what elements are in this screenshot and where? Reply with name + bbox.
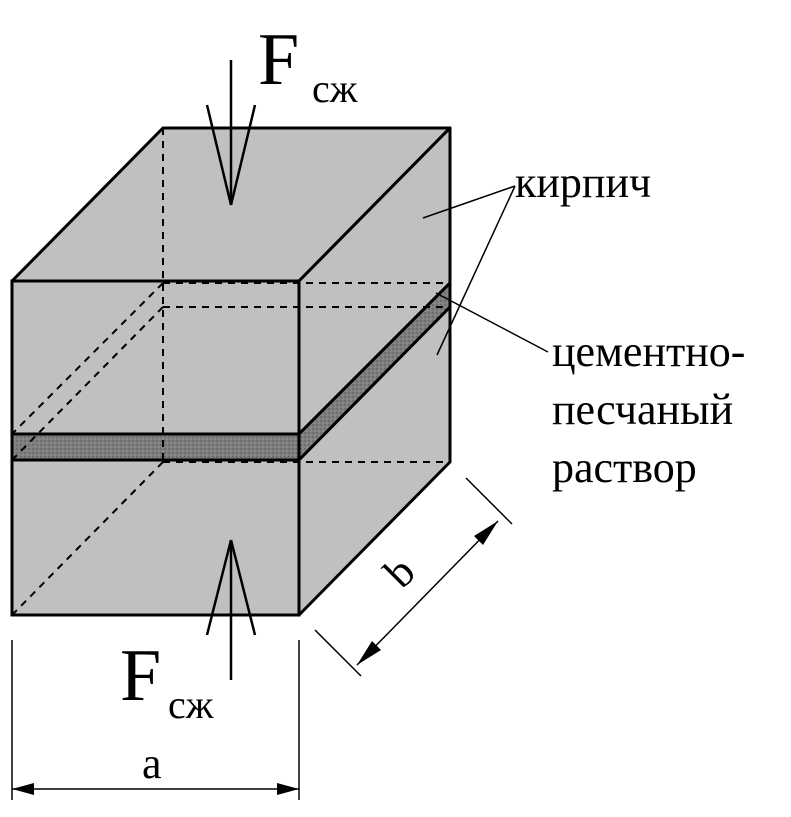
lower-brick-front-face <box>10 458 301 617</box>
force-bottom-label-sub: сж <box>168 682 214 727</box>
mortar-label-line3: раствор <box>552 443 697 492</box>
force-top-label-sub: сж <box>312 66 358 111</box>
force-arrow-bottom <box>205 539 257 680</box>
dimension-b <box>314 477 513 677</box>
dimension-b-arrow-bottom <box>357 641 381 665</box>
upper-brick-front-face <box>10 279 301 436</box>
dimension-b-label: b <box>374 547 424 597</box>
dimension-b-arrow-top <box>474 521 498 545</box>
force-top-label-main: F <box>258 19 299 101</box>
force-bottom-label-main: F <box>120 635 161 717</box>
brick-label: кирпич <box>515 158 651 207</box>
dimension-a-label: a <box>142 739 162 788</box>
hidden-edges <box>11 128 450 616</box>
leader-lines <box>422 185 549 356</box>
mortar-layer-front <box>10 432 301 462</box>
dimension-a <box>11 640 300 800</box>
mortar-label-line1: цементно- <box>552 327 745 376</box>
force-arrow-top <box>205 60 257 206</box>
dimension-a-arrow-left <box>12 783 34 795</box>
dimension-a-arrow-right <box>277 783 299 795</box>
mortar-label-line2: песчаный <box>552 385 733 434</box>
